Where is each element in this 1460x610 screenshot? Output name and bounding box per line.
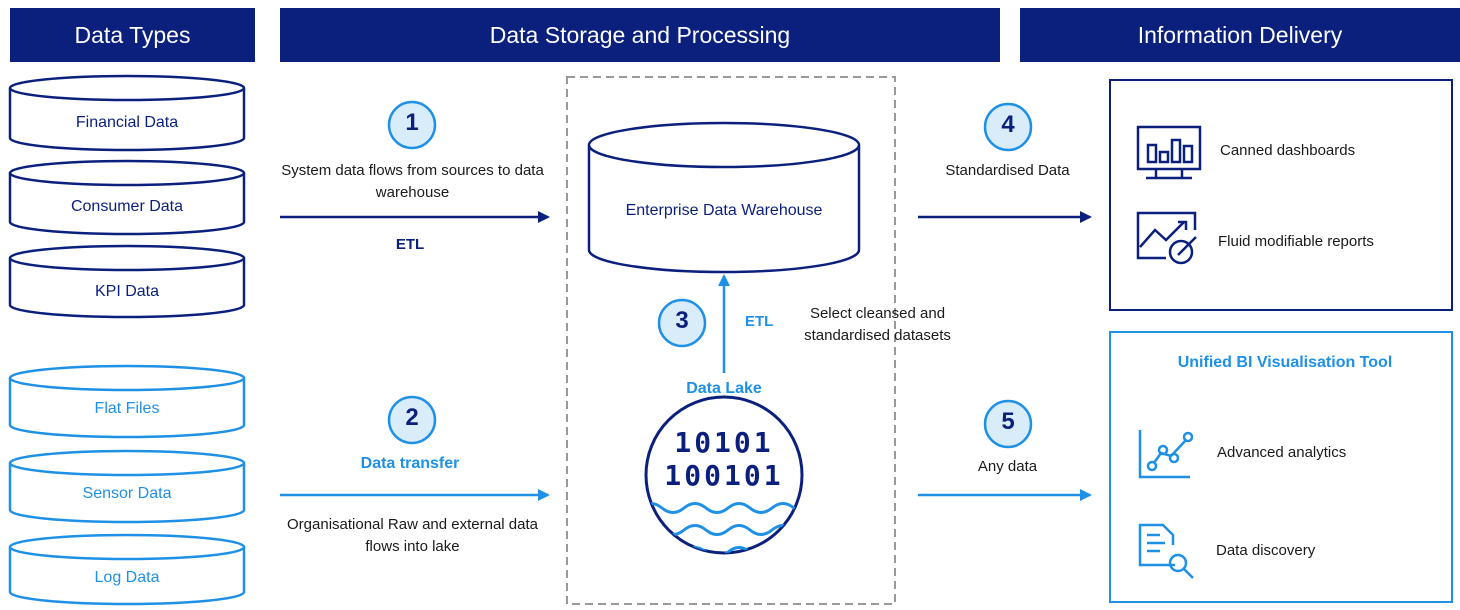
step-1-description: System data flows from sources to data w… xyxy=(281,162,544,201)
report-edit-icon xyxy=(1136,211,1197,265)
step-5-number: 5 xyxy=(1001,408,1015,435)
source-log-label: Log Data xyxy=(94,569,160,586)
warehouse-cylinder xyxy=(587,121,861,274)
header-storage-processing: Data Storage and Processing xyxy=(280,8,1000,62)
flat-files-cylinder xyxy=(8,364,246,439)
step-4-description: Standardised Data xyxy=(945,162,1070,179)
log-data-cylinder xyxy=(8,533,246,606)
source-kpi-label: KPI Data xyxy=(94,283,160,300)
fluid-reports-label: Fluid modifiable reports xyxy=(1218,233,1374,250)
step-5-description: Any data xyxy=(977,458,1038,475)
step-3-circle xyxy=(657,298,707,348)
source-sensor-label: Sensor Data xyxy=(82,485,172,502)
step-5-circle xyxy=(983,399,1033,449)
data-discovery-label: Data discovery xyxy=(1216,542,1316,559)
dashboard-icon xyxy=(1136,125,1202,180)
step-1-circle xyxy=(387,100,437,150)
step-2-circle xyxy=(387,395,437,445)
delivery-box-standard xyxy=(1109,79,1453,311)
step-1-number: 1 xyxy=(405,109,419,136)
delivery-box-bi-tool xyxy=(1109,331,1453,603)
kpi-data-cylinder xyxy=(8,244,246,319)
source-consumer-label: Consumer Data xyxy=(70,198,184,215)
source-flat-files-label: Flat Files xyxy=(94,400,160,417)
step-2-number: 2 xyxy=(405,404,419,431)
step-4-circle xyxy=(983,102,1033,152)
step-1-etl-label: ETL xyxy=(395,236,425,253)
step-3-etl-label: ETL xyxy=(745,313,774,330)
lake-binary-line-2: 100101 xyxy=(664,459,784,492)
analytics-icon xyxy=(1138,430,1194,479)
canned-dashboards-label: Canned dashboards xyxy=(1220,142,1356,159)
header-data-types: Data Types xyxy=(10,8,255,62)
lake-binary-line-1: 10101 xyxy=(674,426,774,459)
data-lake-label: Data Lake xyxy=(686,380,762,397)
step-4-number: 4 xyxy=(1001,111,1015,138)
advanced-analytics-label: Advanced analytics xyxy=(1217,444,1347,461)
financial-data-cylinder xyxy=(8,74,246,152)
step-2-transfer-label: Data transfer xyxy=(360,455,460,472)
sensor-data-cylinder xyxy=(8,449,246,524)
processing-boundary xyxy=(566,76,896,605)
step-3-number: 3 xyxy=(675,307,689,334)
step-2-description: Organisational Raw and external data flo… xyxy=(287,516,538,555)
source-financial-label: Financial Data xyxy=(75,114,179,131)
step-3-description: Select cleansed and standardised dataset… xyxy=(804,305,951,344)
consumer-data-cylinder xyxy=(8,159,246,236)
header-information-delivery: Information Delivery xyxy=(1020,8,1460,62)
bi-tool-title: Unified BI Visualisation Tool xyxy=(1177,354,1393,371)
data-discovery-icon xyxy=(1138,523,1194,579)
warehouse-label: Enterprise Data Warehouse xyxy=(625,202,823,219)
